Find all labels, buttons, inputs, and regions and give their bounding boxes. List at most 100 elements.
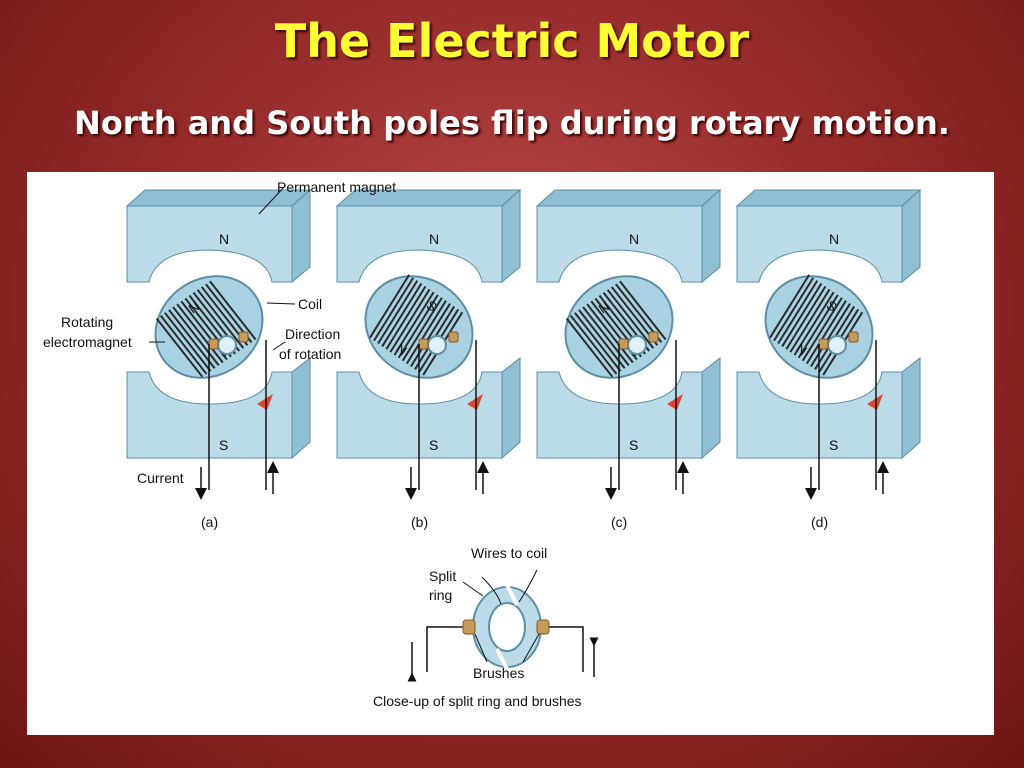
bottom-magnet-pole-label: S xyxy=(429,437,438,453)
split-ring-gap-bottom xyxy=(495,648,509,670)
coil-winding xyxy=(773,277,815,342)
top-magnet-face xyxy=(126,205,293,283)
top-magnet-side xyxy=(501,188,521,284)
coil-winding xyxy=(168,309,216,369)
wires-leader-1 xyxy=(481,576,502,605)
coil-winding xyxy=(578,309,626,369)
motor-panel-a: NSNS(a) xyxy=(125,188,312,530)
coil-winding xyxy=(565,317,614,378)
top-magnet-side xyxy=(901,188,921,284)
permanent-magnet-leader xyxy=(258,185,286,215)
rotating-label-line1: Rotating xyxy=(61,314,113,330)
coil-winding xyxy=(789,288,831,353)
coil-winding xyxy=(369,274,410,339)
coil-winding xyxy=(397,294,439,359)
commutator xyxy=(427,335,447,355)
panel-caption: (b) xyxy=(411,514,428,530)
ring-label: ring xyxy=(429,587,452,603)
top-magnet-pole-label: N xyxy=(429,231,439,247)
bottom-magnet-side xyxy=(501,356,521,460)
brushes-leader-1 xyxy=(474,633,488,663)
top-magnet-face xyxy=(736,205,903,283)
brushes-leader-2 xyxy=(522,633,540,663)
coil-winding xyxy=(569,315,618,375)
slide-subtitle: North and South poles flip during rotary… xyxy=(74,104,950,142)
rotation-arrow-bottom xyxy=(257,394,273,410)
rotating-label-line2: electromagnet xyxy=(43,334,132,350)
top-magnet-pole-label: N xyxy=(829,231,839,247)
rotor: NS xyxy=(564,275,674,379)
brush-left xyxy=(418,338,429,350)
direction-label-line1: Direction xyxy=(285,326,340,342)
top-magnet-top xyxy=(535,189,722,207)
coil-winding xyxy=(209,280,257,341)
coil-windings xyxy=(369,274,464,376)
panel-caption: (c) xyxy=(611,514,627,530)
coil-winding xyxy=(389,288,431,353)
coil-winding xyxy=(619,280,667,341)
coil-winding xyxy=(405,300,447,365)
top-magnet-pole-label: N xyxy=(629,231,639,247)
top-magnet-pole-label: N xyxy=(219,231,229,247)
coil-winding xyxy=(586,303,634,364)
rotation-arrow-bottom xyxy=(867,394,883,410)
panel-caption: (d) xyxy=(811,514,828,530)
coil-winding xyxy=(393,291,435,356)
coil-label: Coil xyxy=(298,296,322,312)
coil-winding xyxy=(172,306,220,366)
brush-left xyxy=(618,338,629,350)
bottom-magnet-pole-label: S xyxy=(629,437,638,453)
coil-winding xyxy=(385,285,427,350)
wires-to-coil-label: Wires to coil xyxy=(471,545,547,561)
brush-right xyxy=(238,331,249,343)
split-ring-gap-top xyxy=(505,584,519,606)
bottom-magnet-side xyxy=(701,356,721,460)
rotor: SN xyxy=(764,274,874,379)
coil-winding xyxy=(777,280,819,345)
coil-winding xyxy=(401,297,443,362)
top-magnet-side xyxy=(701,188,721,284)
commutator xyxy=(217,335,237,355)
coil-winding xyxy=(574,312,622,372)
coil-winding xyxy=(606,289,655,349)
coil-winding xyxy=(159,315,208,375)
direction-label-line2: of rotation xyxy=(279,346,341,362)
coil-winding xyxy=(155,317,204,378)
coil-winding xyxy=(801,297,843,362)
closeup-wire-right xyxy=(547,626,584,672)
coil-winding xyxy=(769,274,810,339)
coil-winding xyxy=(373,277,415,342)
coil-winding xyxy=(410,303,451,368)
split-label: Split xyxy=(429,568,456,584)
current-label: Current xyxy=(137,470,184,486)
direction-leader xyxy=(272,341,286,351)
top-magnet-face xyxy=(536,205,703,283)
permanent-magnet-label: Permanent magnet xyxy=(277,179,396,195)
coil-leader xyxy=(266,302,296,305)
brushes-label: Brushes xyxy=(473,665,524,681)
brush-right xyxy=(648,331,659,343)
closeup-wire-left xyxy=(426,626,467,672)
coil-winding xyxy=(781,282,823,347)
rotation-arrow-bottom xyxy=(667,394,683,410)
coil-winding xyxy=(164,312,212,372)
slide-title: The Electric Motor xyxy=(274,14,750,68)
commutator xyxy=(827,335,847,355)
motor-panel-d: N S SN (d) xyxy=(735,188,922,530)
coil-winding xyxy=(810,303,851,368)
bottom-magnet-pole-label: S xyxy=(219,437,228,453)
panel-caption: (a) xyxy=(201,514,218,530)
coil-winding xyxy=(176,303,224,364)
top-magnet-top xyxy=(735,189,922,207)
split-ring-leader xyxy=(462,581,484,597)
coil-winding xyxy=(785,285,827,350)
coil-winding xyxy=(797,294,839,359)
bottom-magnet-pole-label: S xyxy=(829,437,838,453)
coil-winding xyxy=(582,306,630,366)
bottom-magnet-side xyxy=(901,356,921,460)
coil-winding xyxy=(381,282,423,347)
